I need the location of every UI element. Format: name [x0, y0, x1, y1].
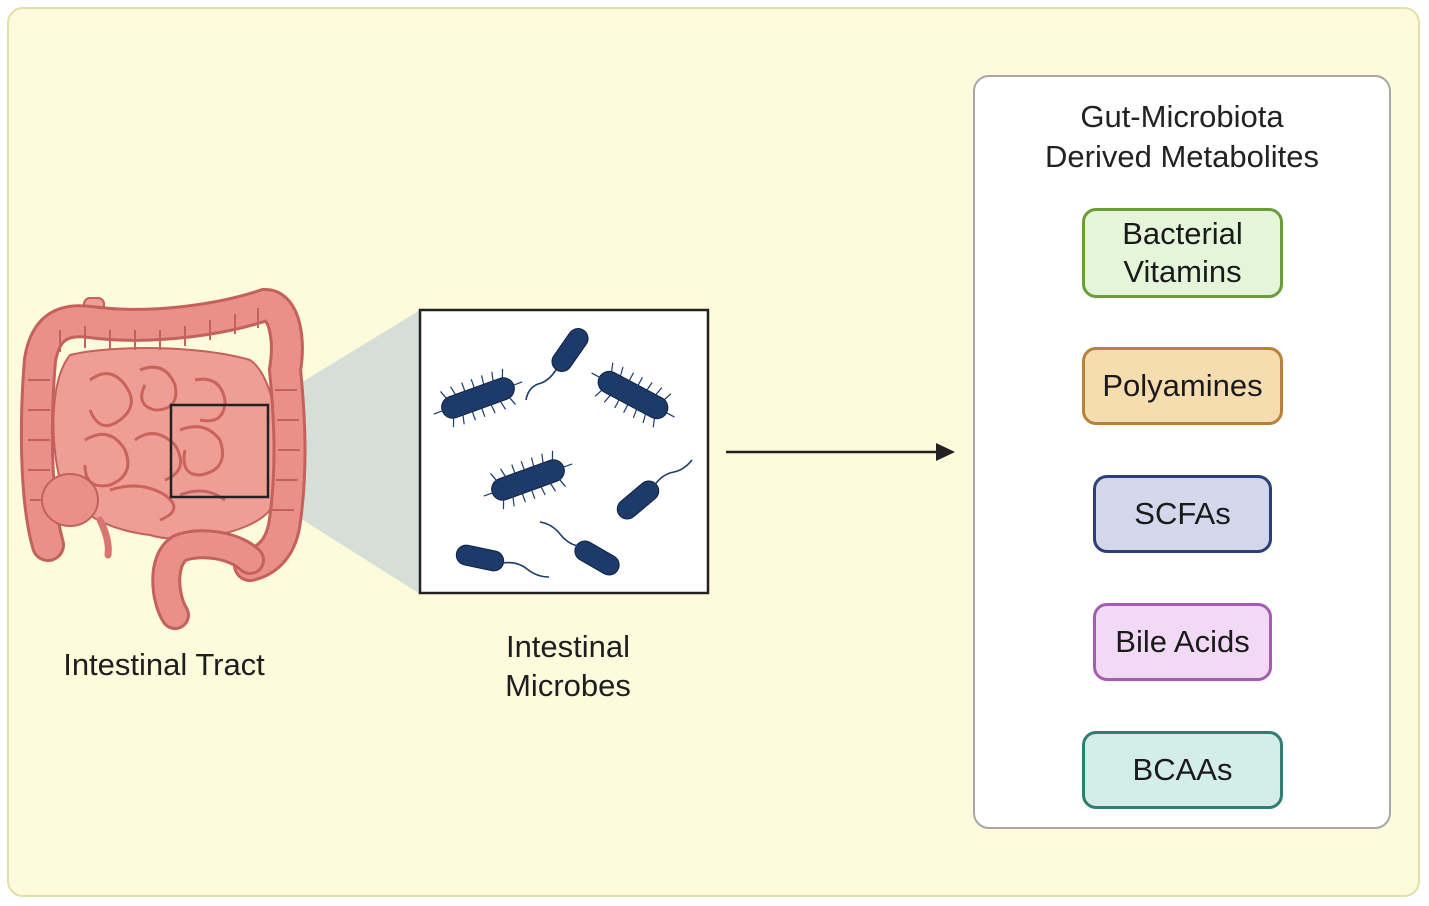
metabolite-bile-acids: Bile Acids — [1093, 603, 1272, 681]
metabolite-bacterial-vitamins: Bacterial Vitamins — [1082, 208, 1283, 298]
intestine-icon — [19, 287, 307, 630]
intestinal-tract-label: Intestinal Tract — [63, 647, 265, 682]
metabolite-scfas: SCFAs — [1093, 475, 1272, 553]
metabolite-polyamines: Polyamines — [1082, 347, 1283, 425]
panel-title: Gut-Microbiota Derived Metabolites — [1045, 99, 1319, 174]
zoom-frame — [169, 403, 270, 499]
bacteria-icon — [433, 328, 693, 578]
arrow-right-icon — [726, 443, 955, 461]
intestinal-microbes-label: Intestinal Microbes — [505, 629, 631, 703]
zoom-cone — [268, 310, 420, 594]
metabolites-panel: Gut-Microbiota Derived Metabolites — [973, 75, 1391, 829]
metabolite-bcaas: BCAAs — [1082, 731, 1283, 809]
